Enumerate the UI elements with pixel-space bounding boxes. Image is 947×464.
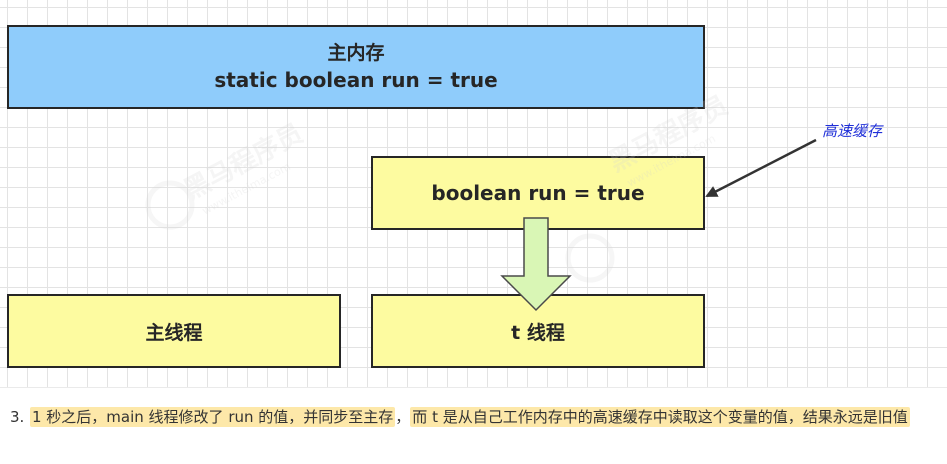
watermark: 黑马程序员 www.itheima.com 黑马程序员 www.itheima.… [145,90,733,283]
t-thread-label: t 线程 [511,321,565,344]
note-paragraph: 3. 1 秒之后，main 线程修改了 run 的值，并同步至主存，而 t 是从… [10,404,935,431]
note-text: 1 秒之后，main 线程修改了 run 的值，并同步至主存，而 t 是从自己工… [10,404,935,431]
note-segment-1: 1 秒之后，main 线程修改了 run 的值，并同步至主存 [30,407,396,427]
diagram-overlay: 黑马程序员 www.itheima.com 黑马程序员 www.itheima.… [145,89,817,312]
cache-code: boolean run = true [431,181,645,205]
main-memory-box: 主内存 static boolean run = true [7,25,705,109]
note-number: 3. [10,408,25,426]
main-memory-title: 主内存 [327,42,385,64]
main-thread-label: 主线程 [145,321,203,344]
watermark-logo-2 [565,233,615,283]
main-thread-box: 主线程 [7,294,341,368]
read-arrow [500,217,572,312]
note-segment-3: 而 t 是从自己工作内存中的高速缓存中读取这个变量的值，结果永远是旧值 [410,407,910,427]
watermark-logo-1 [145,180,195,230]
cache-annotation: 高速缓存 [822,122,883,140]
divider [0,387,947,388]
annotation-pointer-line [705,138,817,198]
note-segment-2: ， [395,408,411,426]
main-memory-code: static boolean run = true [214,68,498,92]
